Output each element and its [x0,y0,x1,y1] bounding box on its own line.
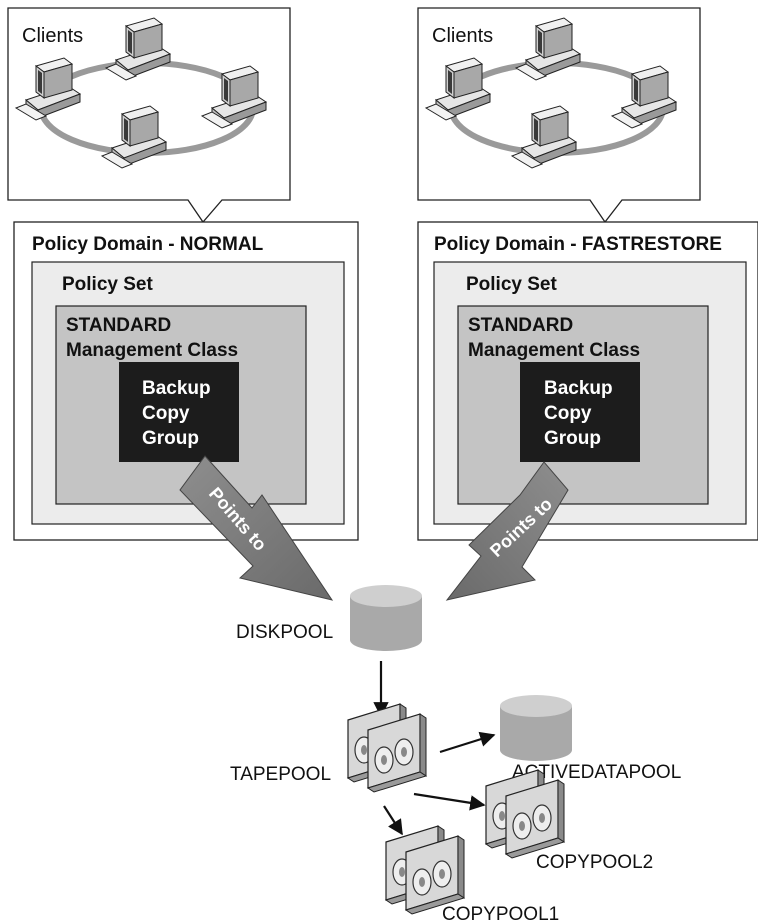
activedatapool-disk-icon [500,695,572,761]
right-backup-copy-group [520,362,640,462]
copypool2-label: COPYPOOL2 [536,852,653,873]
tapepool-tape-icon [348,704,426,792]
left-policy-set-label: Policy Set [62,274,153,295]
left-points-to-arrow: Points to [179,455,334,601]
left-mgmt-class-line1: STANDARD [66,315,171,336]
tapepool-label: TAPEPOOL [230,764,331,785]
copypool2-tape-icon [486,770,564,858]
right-mgmt-class-line1: STANDARD [468,315,573,336]
right-copy-group-line1: Backup [544,378,613,399]
arrow-tapepool-to-copypool2 [413,792,486,811]
right-points-to-arrow: Points to [445,461,569,601]
left-clients-box: Clients [7,7,291,224]
left-domain-title: Policy Domain - NORMAL [32,234,264,255]
right-domain-title: Policy Domain - FASTRESTORE [434,234,722,255]
right-copy-group-line2: Copy [544,403,592,424]
right-policy-domain: Policy Domain - FASTRESTORE Policy Set S… [417,221,758,541]
arrow-tapepool-to-activedatapool [439,731,496,754]
copypool1-tape-icon [386,826,464,914]
diskpool-disk-icon [350,585,422,651]
left-copy-group-line3: Group [142,428,199,449]
right-copy-group-line3: Group [544,428,601,449]
right-clients-label: Clients [432,25,493,47]
right-mgmt-class-line2: Management Class [468,340,640,361]
copypool1-label: COPYPOOL1 [442,904,559,924]
left-clients-label: Clients [22,25,83,47]
left-copy-group-line1: Backup [142,378,211,399]
left-copy-group-line2: Copy [142,403,190,424]
activedatapool-label: ACTIVEDATAPOOL [512,762,681,783]
right-clients-box: Clients [417,7,701,224]
right-policy-set-label: Policy Set [466,274,557,295]
diskpool-label: DISKPOOL [236,622,333,643]
left-mgmt-class-line2: Management Class [66,340,238,361]
left-backup-copy-group [119,362,239,462]
arrow-tapepool-to-copypool1 [383,805,403,836]
